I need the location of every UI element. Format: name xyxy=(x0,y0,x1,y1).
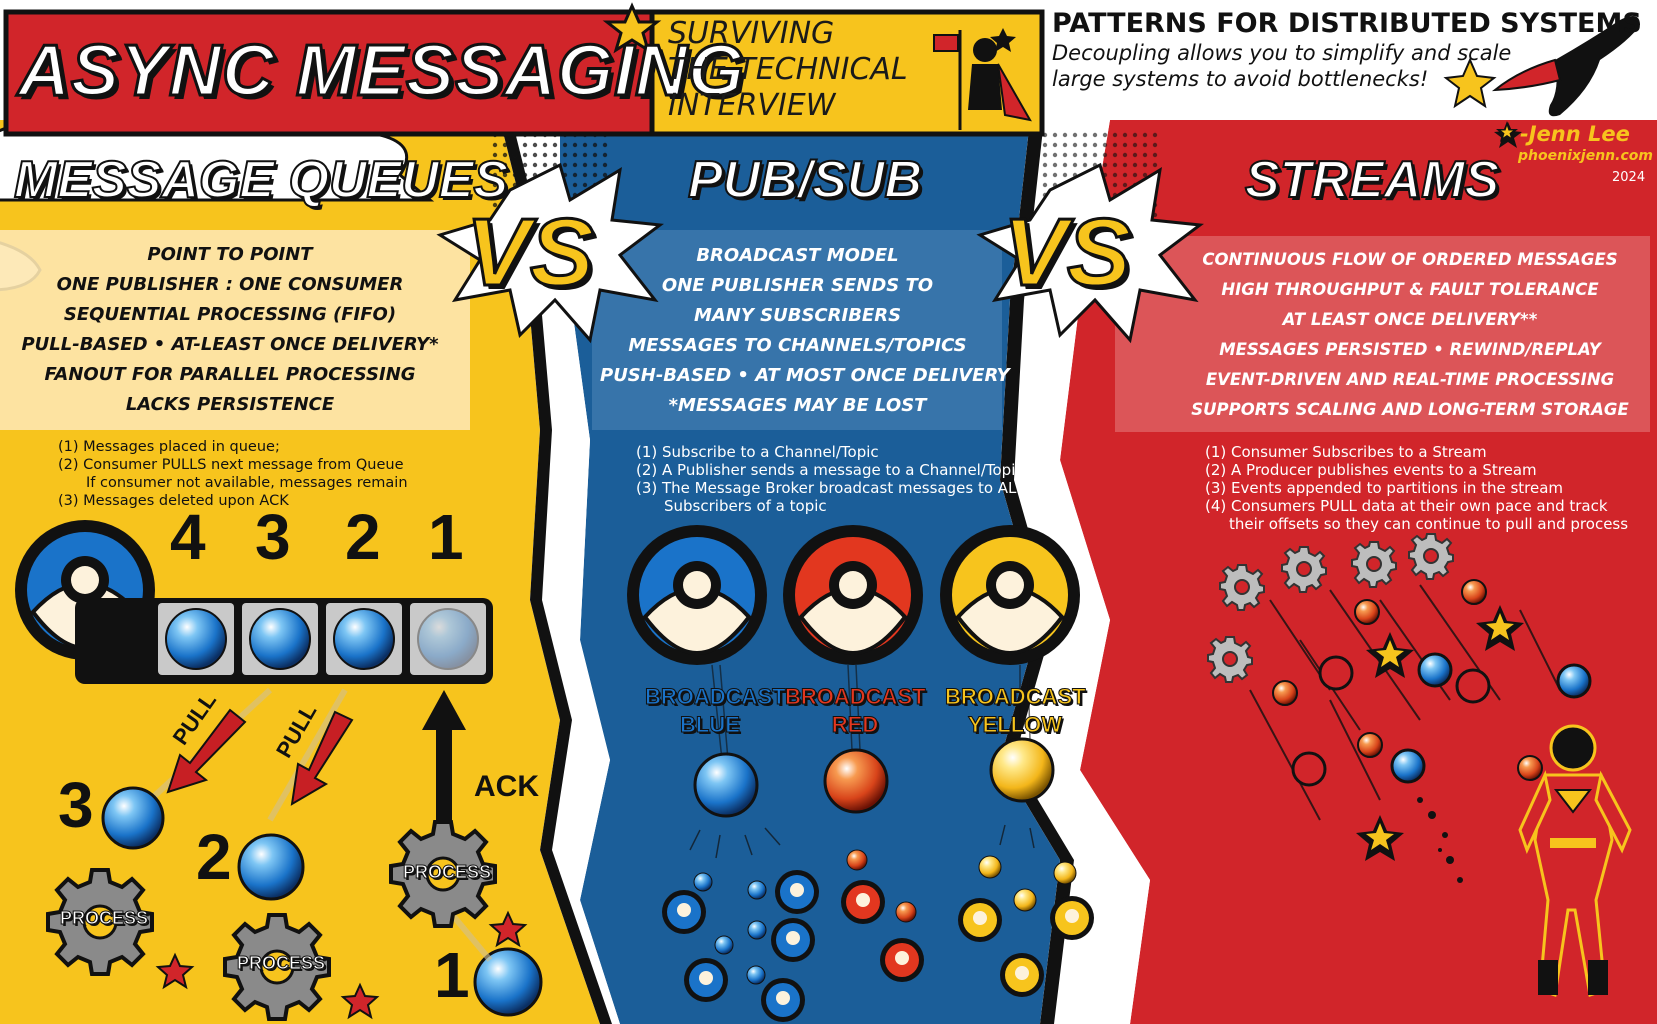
consumer-number: 1 xyxy=(434,939,470,1011)
subtitle-line: THE TECHNICAL xyxy=(668,52,908,87)
feature-item: POINT TO POINT xyxy=(147,244,313,265)
feature-item: FANOUT FOR PARALLEL PROCESSING xyxy=(44,364,416,385)
step-item: (3) Messages deleted upon ACK xyxy=(58,493,289,509)
vs-label-left: VS xyxy=(464,198,595,308)
feature-item: *MESSAGES MAY BE LOST xyxy=(668,395,927,416)
message-queues-features: POINT TO POINT ONE PUBLISHER : ONE CONSU… xyxy=(0,240,460,420)
queue-number: 3 xyxy=(255,501,291,573)
feature-item: BROADCAST MODEL xyxy=(696,245,899,266)
step-item: (3) Events appended to partitions in the… xyxy=(1205,479,1564,497)
step-item: If consumer not available, messages rema… xyxy=(86,475,408,491)
step-item: (1) Subscribe to a Channel/Topic xyxy=(636,443,879,461)
feature-item: ONE PUBLISHER : ONE CONSUMER xyxy=(56,274,404,295)
step-item: (1) Consumer Subscribes to a Stream xyxy=(1205,443,1487,461)
streams-steps: (1) Consumer Subscribes to a Stream (2) … xyxy=(1205,443,1628,533)
feature-item: HIGH THROUGHPUT & FAULT TOLERANCE xyxy=(1221,280,1599,299)
feature-item: PULL-BASED • AT-LEAST ONCE DELIVERY* xyxy=(21,334,439,355)
broadcast-line: BROADCAST xyxy=(785,684,927,710)
message-queues-steps: (1) Messages placed in queue; (2) Consum… xyxy=(58,438,408,510)
queue-number: 2 xyxy=(345,501,381,573)
pub-sub-features: BROADCAST MODEL ONE PUBLISHER SENDS TO M… xyxy=(600,241,1010,421)
patterns-description: Decoupling allows you to simplify and sc… xyxy=(1052,41,1512,91)
broadcast-line: YELLOW xyxy=(967,712,1063,738)
heading-message-queues: MESSAGE QUEUES xyxy=(13,150,509,210)
pub-sub-steps: (1) Subscribe to a Channel/Topic (2) A P… xyxy=(636,443,1025,515)
feature-item: SUPPORTS SCALING AND LONG-TERM STORAGE xyxy=(1191,400,1629,419)
step-item: Subscribers of a topic xyxy=(664,497,827,515)
feature-item: ONE PUBLISHER SENDS TO xyxy=(661,275,934,296)
feature-item: PUSH-BASED • AT MOST ONCE DELIVERY xyxy=(600,365,1010,386)
step-item: (2) A Publisher sends a message to a Cha… xyxy=(636,461,1024,479)
author-star-icon xyxy=(1496,121,1518,142)
subtitle-line: INTERVIEW xyxy=(668,88,836,123)
author-site: phoenixjenn.com xyxy=(1518,148,1653,164)
process-label: PROCESS xyxy=(402,862,492,883)
broadcast-red-label: BROADCAST RED xyxy=(785,683,927,739)
queue-number: 1 xyxy=(428,501,464,573)
main-title: ASYNC MESSAGING xyxy=(16,30,746,113)
step-item: (4) Consumers PULL data at their own pac… xyxy=(1205,497,1608,515)
feature-item: MANY SUBSCRIBERS xyxy=(693,305,902,326)
consumer-number: 2 xyxy=(196,821,232,893)
step-item: their offsets so they can continue to pu… xyxy=(1229,515,1629,533)
broadcast-line: BLUE xyxy=(680,712,741,738)
consumer-number: 3 xyxy=(58,769,94,841)
feature-item: CONTINUOUS FLOW OF ORDERED MESSAGES xyxy=(1202,250,1618,269)
heading-pub-sub: PUB/SUB xyxy=(687,150,923,210)
heading-streams: STREAMS xyxy=(1244,150,1500,210)
feature-item: AT LEAST ONCE DELIVERY** xyxy=(1282,310,1538,329)
step-item: (2) Consumer PULLS next message from Que… xyxy=(58,457,404,473)
broadcast-line: BROADCAST xyxy=(945,684,1087,710)
broadcast-line: BROADCAST xyxy=(645,684,787,710)
process-label: PROCESS xyxy=(59,908,149,929)
feature-item: MESSAGES PERSISTED • REWIND/REPLAY xyxy=(1219,340,1601,359)
broadcast-blue-label: BROADCAST BLUE xyxy=(645,683,787,739)
feature-item: LACKS PERSISTENCE xyxy=(125,394,335,415)
subtitle-line: SURVIVING xyxy=(668,16,835,51)
vs-label-right: VS xyxy=(1001,198,1132,308)
feature-item: SEQUENTIAL PROCESSING (FIFO) xyxy=(63,304,397,325)
feature-item: EVENT-DRIVEN AND REAL-TIME PROCESSING xyxy=(1205,370,1615,389)
feature-item: MESSAGES TO CHANNELS/TOPICS xyxy=(628,335,967,356)
step-item: (2) A Producer publishes events to a Str… xyxy=(1205,461,1537,479)
queue-number: 4 xyxy=(170,501,206,573)
ack-label: ACK xyxy=(474,770,539,803)
author-year: 2024 xyxy=(1612,170,1646,185)
streams-features: CONTINUOUS FLOW OF ORDERED MESSAGES HIGH… xyxy=(1190,245,1630,425)
process-label: PROCESS xyxy=(236,953,326,974)
step-item: (1) Messages placed in queue; xyxy=(58,439,280,455)
step-item: (3) The Message Broker broadcast message… xyxy=(636,479,1025,497)
patterns-title: PATTERNS FOR DISTRIBUTED SYSTEMS xyxy=(1052,8,1642,39)
broadcast-line: RED xyxy=(831,712,879,738)
broadcast-yellow-label: BROADCAST YELLOW xyxy=(945,683,1087,739)
author-name: -Jenn Lee xyxy=(1520,122,1630,146)
subtitle: SURVIVING THE TECHNICAL INTERVIEW xyxy=(668,16,948,124)
